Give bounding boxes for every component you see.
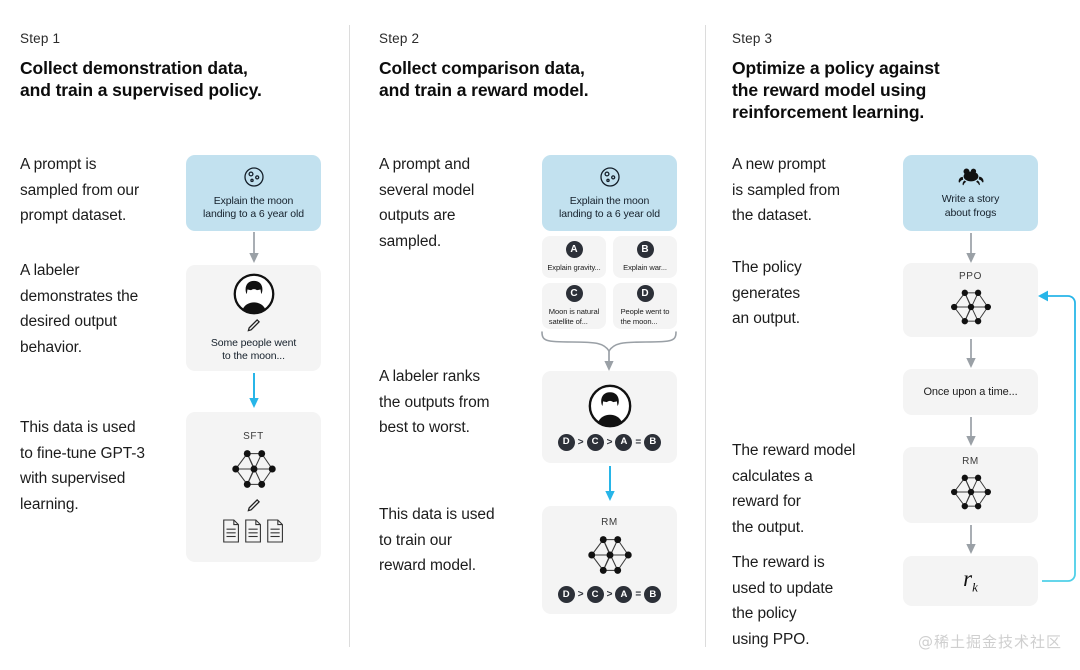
option-c-letter: C xyxy=(565,285,583,302)
step-2-title: Collect comparison data, and train a rew… xyxy=(379,58,589,100)
step-1-label: Step 1 xyxy=(20,31,61,46)
arrow-down-3-c xyxy=(966,417,976,446)
step-1-labeler-caption: Some people went to the moon... xyxy=(210,336,297,363)
step-1-sft-box: SFT xyxy=(186,412,321,562)
option-card-c: C Moon is natural satellite of... xyxy=(542,283,606,329)
option-card-d: D People went to the moon... xyxy=(613,283,677,329)
step-3-title: Optimize a policy against the reward mod… xyxy=(732,58,940,122)
step-1-prompt-caption: Explain the moon landing to a 6 year old xyxy=(202,194,305,221)
rank-token-1: > xyxy=(577,436,584,448)
rm-rank-token-6: B xyxy=(644,586,662,603)
step-1-labeler-box: Some people went to the moon... xyxy=(186,265,321,371)
rm-rank-token-5: = xyxy=(635,589,642,600)
step-3-rm-label: RM xyxy=(962,455,979,467)
brace-connector xyxy=(541,331,677,371)
documents-icon xyxy=(221,518,287,544)
step-1-sft-label: SFT xyxy=(243,430,264,442)
option-c-caption: Moon is natural satellite of... xyxy=(548,307,600,326)
step-1-title: Collect demonstration data, and train a … xyxy=(20,58,262,100)
neural-network-icon xyxy=(225,444,283,494)
step-2-paragraph-2: A labeler ranks the outputs from best to… xyxy=(379,368,490,436)
rank-token-2: C xyxy=(586,433,604,451)
option-a-caption: Explain gravity... xyxy=(547,263,601,272)
step-3-ppo-label: PPO xyxy=(959,270,982,282)
step-3-prompt-box: Write a story about frogs xyxy=(903,155,1038,231)
feedback-loop-arrow xyxy=(1038,290,1076,582)
reward-symbol-subscript: k xyxy=(972,579,978,595)
rank-token-5: = xyxy=(635,436,642,448)
arrow-down-3-a xyxy=(966,233,976,263)
column-step-3: Step 3 Optimize a policy against the rew… xyxy=(705,0,1080,670)
rank-token-6: B xyxy=(644,433,662,451)
step-3-prompt-caption: Write a story about frogs xyxy=(941,193,1000,219)
rm-rank-token-1: > xyxy=(577,589,584,600)
moon-icon xyxy=(598,165,622,189)
step-3-reward-box: rk xyxy=(903,556,1038,606)
column-step-1: Step 1 Collect demonstration data, and t… xyxy=(0,0,349,670)
step-3-paragraph-2: The policy generates an output. xyxy=(732,259,802,327)
rank-token-4: A xyxy=(615,433,633,451)
option-card-a: A Explain gravity... xyxy=(542,236,606,278)
step-3-policy-box: PPO xyxy=(903,263,1038,337)
step-3-label: Step 3 xyxy=(732,31,773,46)
step-3-reward-model-box: RM xyxy=(903,447,1038,523)
neural-network-icon xyxy=(944,284,998,330)
arrow-down-1-b xyxy=(249,373,259,408)
option-d-letter: D xyxy=(636,285,654,302)
reward-symbol-base: r xyxy=(963,566,973,592)
step-3-paragraph-3: The reward model calculates a reward for… xyxy=(732,442,856,536)
step-2-rm-ranking-row: D > C > A = B xyxy=(557,586,662,603)
step-1-paragraph-2: A labeler demonstrates the desired outpu… xyxy=(20,262,139,356)
frog-icon xyxy=(957,166,985,186)
arrow-down-3-b xyxy=(966,339,976,368)
neural-network-icon xyxy=(581,530,639,580)
option-d-caption: People went to the moon... xyxy=(620,307,670,326)
step-1-paragraph-1: A prompt is sampled from our prompt data… xyxy=(20,156,140,224)
option-b-caption: Explain war... xyxy=(623,263,667,272)
rank-token-0: D xyxy=(557,433,575,451)
step-2-ranking-row: D > C > A = B xyxy=(557,433,662,451)
step-3-output-box: Once upon a time... xyxy=(903,369,1038,415)
step-2-paragraph-1: A prompt and several model outputs are s… xyxy=(379,156,475,250)
person-icon xyxy=(588,384,632,428)
arrow-down-1-a xyxy=(249,232,259,263)
option-a-letter: A xyxy=(565,241,583,258)
pencil-icon xyxy=(245,317,262,334)
step-2-paragraph-3: This data is used to train our reward mo… xyxy=(379,506,495,574)
arrow-down-2-b xyxy=(605,466,615,501)
column-step-2: Step 2 Collect comparison data, and trai… xyxy=(349,0,705,670)
option-card-b: B Explain war... xyxy=(613,236,677,278)
column-divider-2 xyxy=(705,25,706,647)
arrow-down-3-d xyxy=(966,525,976,554)
step-3-paragraph-4: The reward is used to update the policy … xyxy=(732,554,834,648)
step-2-rm-label: RM xyxy=(601,517,618,528)
rm-rank-token-2: C xyxy=(586,586,604,603)
pencil-icon xyxy=(245,497,262,514)
rm-rank-token-3: > xyxy=(606,589,613,600)
step-3-paragraph-1: A new prompt is sampled from the dataset… xyxy=(732,156,840,224)
rm-rank-token-0: D xyxy=(557,586,575,603)
step-1-paragraph-3: This data is used to fine-tune GPT-3 wit… xyxy=(20,419,145,513)
step-2-prompt-caption: Explain the moon landing to a 6 year old xyxy=(558,194,661,221)
step-1-prompt-box: Explain the moon landing to a 6 year old xyxy=(186,155,321,231)
reward-symbol: rk xyxy=(963,566,978,596)
neural-network-icon xyxy=(944,469,998,515)
step-3-output-caption: Once upon a time... xyxy=(923,386,1018,398)
person-icon xyxy=(233,273,275,315)
column-divider-1 xyxy=(349,25,350,647)
rank-token-3: > xyxy=(606,436,613,448)
moon-icon xyxy=(242,165,266,189)
step-2-label: Step 2 xyxy=(379,31,420,46)
watermark: @稀土掘金技术社区 xyxy=(917,633,1062,651)
step-2-prompt-box: Explain the moon landing to a 6 year old xyxy=(542,155,677,231)
step-2-ranking-box: D > C > A = B xyxy=(542,371,677,463)
step-2-reward-model-box: RM xyxy=(542,506,677,614)
option-b-letter: B xyxy=(636,241,654,258)
rm-rank-token-4: A xyxy=(615,586,633,603)
